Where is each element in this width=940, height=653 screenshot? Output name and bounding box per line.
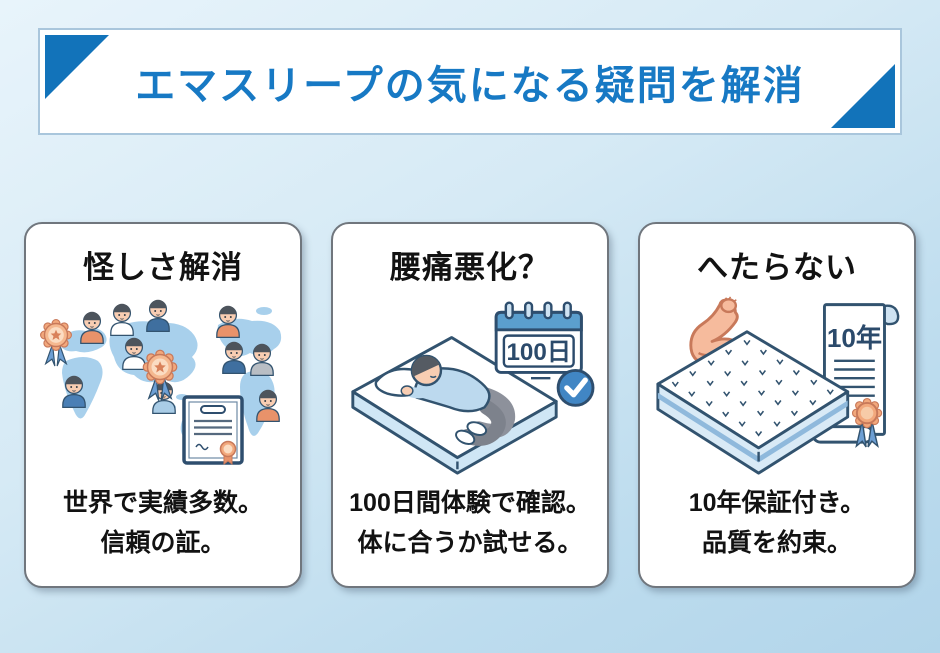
card-durability-title: へたらない	[697, 250, 857, 285]
caption-line: 10年保証付き。	[688, 489, 866, 517]
durability-illustration: 10年	[646, 293, 908, 477]
caption-line: 体に合うか試せる。	[357, 529, 583, 557]
caption-line: 品質を約束。	[701, 529, 852, 557]
caption-line: 世界で実績多数。	[62, 489, 263, 517]
banner-corner-accent-bottom-right-icon	[831, 64, 895, 128]
card-trust-caption: 世界で実績多数。 信頼の証。	[63, 483, 263, 563]
check-icon	[556, 369, 595, 407]
seal-rosette-icon	[851, 397, 883, 448]
cards-row: 怪しさ解消	[24, 222, 916, 588]
card-durability-caption: 10年保証付き。 品質を約束。	[689, 483, 866, 563]
warranty-years-label: 10年	[827, 323, 882, 353]
banner-corner-accent-top-left-icon	[45, 35, 109, 99]
card-trial: 腰痛悪化？	[331, 222, 609, 588]
caption-line: 信頼の証。	[100, 529, 226, 557]
sleep-trial-svg: 100日	[351, 301, 595, 475]
mattress-icon	[656, 330, 850, 475]
certificate-icon	[182, 395, 244, 465]
calendar-icon: 100日	[494, 301, 595, 407]
calendar-days-label: 100日	[506, 339, 571, 366]
durability-svg: 10年	[656, 296, 900, 475]
card-durability: へたらない 10年	[638, 222, 916, 588]
card-trust-title: 怪しさ解消	[83, 250, 243, 285]
header-banner: エマスリープの気になる疑問を解消	[38, 28, 902, 135]
card-trial-caption: 100日間体験で確認。 体に合うか試せる。	[349, 483, 591, 563]
sleep-trial-illustration: 100日	[339, 293, 601, 477]
sleeping-person	[400, 354, 516, 446]
card-trial-title: 腰痛悪化？	[390, 250, 550, 285]
card-trust: 怪しさ解消	[24, 222, 302, 588]
page-title: エマスリープの気になる疑問を解消	[135, 63, 805, 108]
world-map-svg	[39, 299, 282, 465]
world-map-illustration	[32, 293, 294, 477]
caption-line: 100日間体験で確認。	[349, 489, 591, 517]
